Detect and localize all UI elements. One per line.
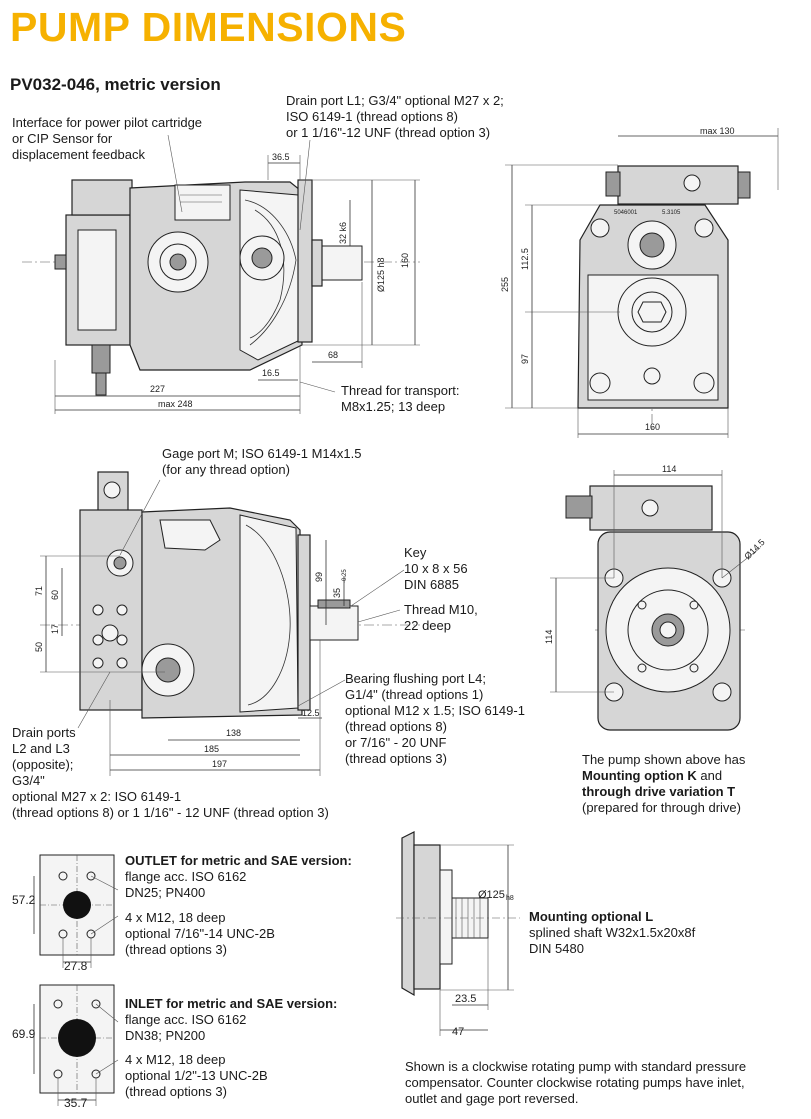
dim-255: 255 bbox=[500, 277, 510, 292]
gage-port-note: Gage port M; ISO 6149-1 M14x1.5 (for any… bbox=[162, 446, 362, 477]
front-view-middle: 114 Ø14.5 114 bbox=[544, 464, 767, 731]
shaft-side bbox=[309, 605, 359, 641]
rotation-footnote: Shown is a clockwise rotating pump with … bbox=[405, 1059, 747, 1106]
caption-bold-2: through drive variation T bbox=[582, 784, 736, 799]
inlet-heading: INLET for metric and SAE version: bbox=[125, 996, 338, 1011]
page-title: PUMP DIMENSIONS bbox=[10, 4, 407, 50]
caption-line-1: The pump shown above has bbox=[582, 752, 746, 767]
outlet-bore bbox=[63, 891, 91, 919]
rear-view-top: 5046001 5.3105 max 130 255 112.5 97 160 bbox=[500, 126, 779, 438]
interface-note: Interface for power pilot cartridge or C… bbox=[12, 115, 203, 162]
dim-125-l: Ø125 bbox=[478, 889, 505, 901]
mounting-l-text: splined shaft W32x1.5x20x8f DIN 5480 bbox=[529, 925, 696, 956]
page-subtitle: PV032-046, metric version bbox=[10, 75, 221, 94]
dim-99: 99 bbox=[314, 572, 324, 582]
dim-12-5: 12.5 bbox=[302, 708, 320, 718]
outlet-text-1: flange acc. ISO 6162 DN25; PN400 bbox=[125, 869, 247, 900]
dim-68: 68 bbox=[328, 350, 338, 360]
dim-50: 50 bbox=[34, 642, 44, 652]
transport-thread-note: Thread for transport: M8x1.25; 13 deep bbox=[341, 383, 460, 414]
plate-label-2: 5.3105 bbox=[662, 210, 681, 216]
drain-port-l1-note: Drain port L1; G3/4" optional M27 x 2; I… bbox=[286, 93, 504, 140]
dim-36-5: 36.5 bbox=[272, 152, 290, 162]
dim-32-k6: 32 k6 bbox=[338, 222, 348, 244]
pilot-block-rear bbox=[617, 165, 739, 205]
outlet-heading: OUTLET for metric and SAE version: bbox=[125, 853, 352, 868]
thread-m10-note: Thread M10, 22 deep bbox=[404, 602, 478, 633]
dim-35: 35 bbox=[332, 588, 342, 598]
side-view-middle: 71 60 17 50 99 35 -0.25 12.5 138 185 197 bbox=[34, 471, 420, 776]
dim-112-5: 112.5 bbox=[520, 248, 530, 270]
dim-185: 185 bbox=[204, 744, 219, 754]
dim-97: 97 bbox=[520, 354, 530, 364]
dim-27-8: 27.8 bbox=[64, 959, 88, 973]
dim-max130: max 130 bbox=[700, 126, 735, 136]
dim-16-5: 16.5 bbox=[262, 368, 280, 378]
inlet-flange-drawing bbox=[33, 984, 119, 1106]
dim-60: 60 bbox=[50, 590, 60, 600]
dim-35-7: 35.7 bbox=[64, 1096, 88, 1110]
caption-line-4: (prepared for through drive) bbox=[582, 800, 741, 815]
mounting-l-drawing bbox=[396, 831, 520, 1036]
caption-bold-1: Mounting option K bbox=[582, 768, 697, 783]
dim-17: 17 bbox=[50, 624, 60, 634]
mounting-l-heading: Mounting optional L bbox=[529, 909, 654, 924]
dim-138: 138 bbox=[226, 728, 241, 738]
dim-114-side: 114 bbox=[544, 630, 554, 644]
dim-160: 160 bbox=[400, 253, 410, 268]
plate-label-1: 5046001 bbox=[614, 210, 638, 216]
dim-35-tol: -0.25 bbox=[342, 569, 348, 583]
dim-125-l-sub: h8 bbox=[506, 895, 514, 902]
dim-227: 227 bbox=[150, 384, 165, 394]
dim-47: 47 bbox=[452, 1026, 464, 1038]
dim-248: max 248 bbox=[158, 399, 193, 409]
caption-and: and bbox=[696, 768, 723, 783]
inlet-text-2: 4 x M12, 18 deep optional 1/2"-13 UNC-2B… bbox=[125, 1052, 268, 1099]
dim-57-2: 57.2 bbox=[12, 893, 36, 907]
drain-ports-l2-l3-note: Drain ports L2 and L3 (opposite); G3/4" … bbox=[12, 725, 329, 820]
key-note: Key 10 x 8 x 56 DIN 6885 bbox=[404, 545, 468, 592]
dim-23-5: 23.5 bbox=[455, 993, 476, 1005]
dim-114-top: 114 bbox=[662, 464, 676, 474]
dim-197: 197 bbox=[212, 759, 227, 769]
rear-block-side bbox=[79, 509, 143, 711]
dim-71: 71 bbox=[34, 586, 44, 596]
inlet-bore bbox=[58, 1019, 96, 1057]
dim-125-h8: Ø125 h8 bbox=[376, 257, 386, 292]
inlet-text-1: flange acc. ISO 6162 DN38; PN200 bbox=[125, 1012, 247, 1043]
side-view-top: 36.5 32 k6 Ø125 h8 160 68 16.5 227 max 2… bbox=[22, 134, 420, 414]
outlet-text-2: 4 x M12, 18 deep optional 7/16"-14 UNC-2… bbox=[125, 910, 275, 957]
dim-160-rear: 160 bbox=[645, 422, 660, 432]
dim-14-5: Ø14.5 bbox=[742, 537, 766, 561]
dim-69-9: 69.9 bbox=[12, 1027, 36, 1041]
outlet-flange-drawing bbox=[33, 854, 119, 968]
bearing-flushing-note: Bearing flushing port L4; G1/4" (thread … bbox=[345, 671, 525, 766]
